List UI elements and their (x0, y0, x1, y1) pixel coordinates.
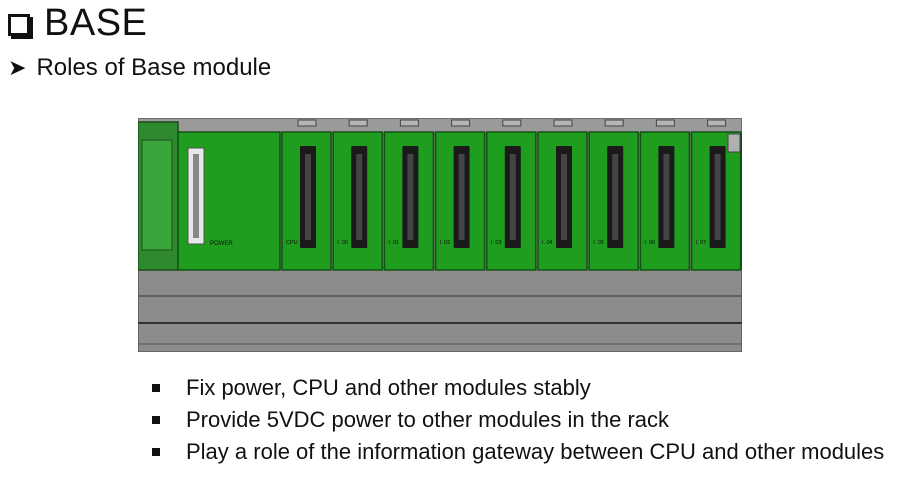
io-module-slot: I. 04 (537, 119, 588, 271)
slot-label: I. 04 (542, 240, 553, 246)
square-bullet-icon (152, 448, 160, 456)
slot-label: CPU (286, 240, 298, 246)
slot-label: I. 07 (696, 240, 707, 246)
base-rack-figure: POWER CPU I. 00 I. 01 I. 02 I. 03 I. 04 I. 05 I… (138, 118, 742, 352)
io-module-slot: I. 05 (588, 119, 639, 271)
title-row: BASE (8, 2, 147, 45)
square-bullet-icon (152, 416, 160, 424)
power-module: POWER (177, 131, 281, 271)
io-module-slot: I. 00 (332, 119, 383, 271)
checkbox-square-icon (8, 13, 33, 39)
io-module-slot: I. 07 (690, 119, 742, 271)
io-module-slot: I. 03 (486, 119, 537, 271)
subtitle-row: ➤ Roles of Base module (8, 54, 271, 82)
io-module-slot: I. 02 (434, 119, 486, 271)
square-bullet-icon (152, 384, 160, 392)
page-title: BASE (44, 2, 148, 44)
slot-label: I. 02 (440, 240, 451, 246)
module-slots: CPU I. 00 I. 01 I. 02 I. 03 I. 04 I. 05 I. 06 I.… (281, 119, 742, 271)
rack-end-cap (727, 133, 741, 153)
slot-label: I. 01 (388, 240, 399, 246)
slot-label: I. 03 (491, 240, 502, 246)
arrow-bullet-icon: ➤ (8, 55, 27, 80)
bullet-item: Fix power, CPU and other modules stably (150, 372, 884, 404)
bullet-item: Play a role of the information gateway b… (150, 436, 884, 468)
power-label: POWER (210, 241, 233, 247)
slot-label: I. 05 (593, 240, 604, 246)
slot-label: I. 06 (644, 240, 655, 246)
io-module-slot: I. 01 (383, 119, 435, 271)
bullet-list: Fix power, CPU and other modules stably … (150, 372, 884, 468)
bullet-item: Provide 5VDC power to other modules in t… (150, 404, 884, 436)
cpu-module-slot: CPU (281, 119, 332, 271)
slot-label: I. 00 (337, 240, 348, 246)
subtitle: Roles of Base module (36, 54, 272, 81)
io-module-slot: I. 06 (639, 119, 691, 271)
